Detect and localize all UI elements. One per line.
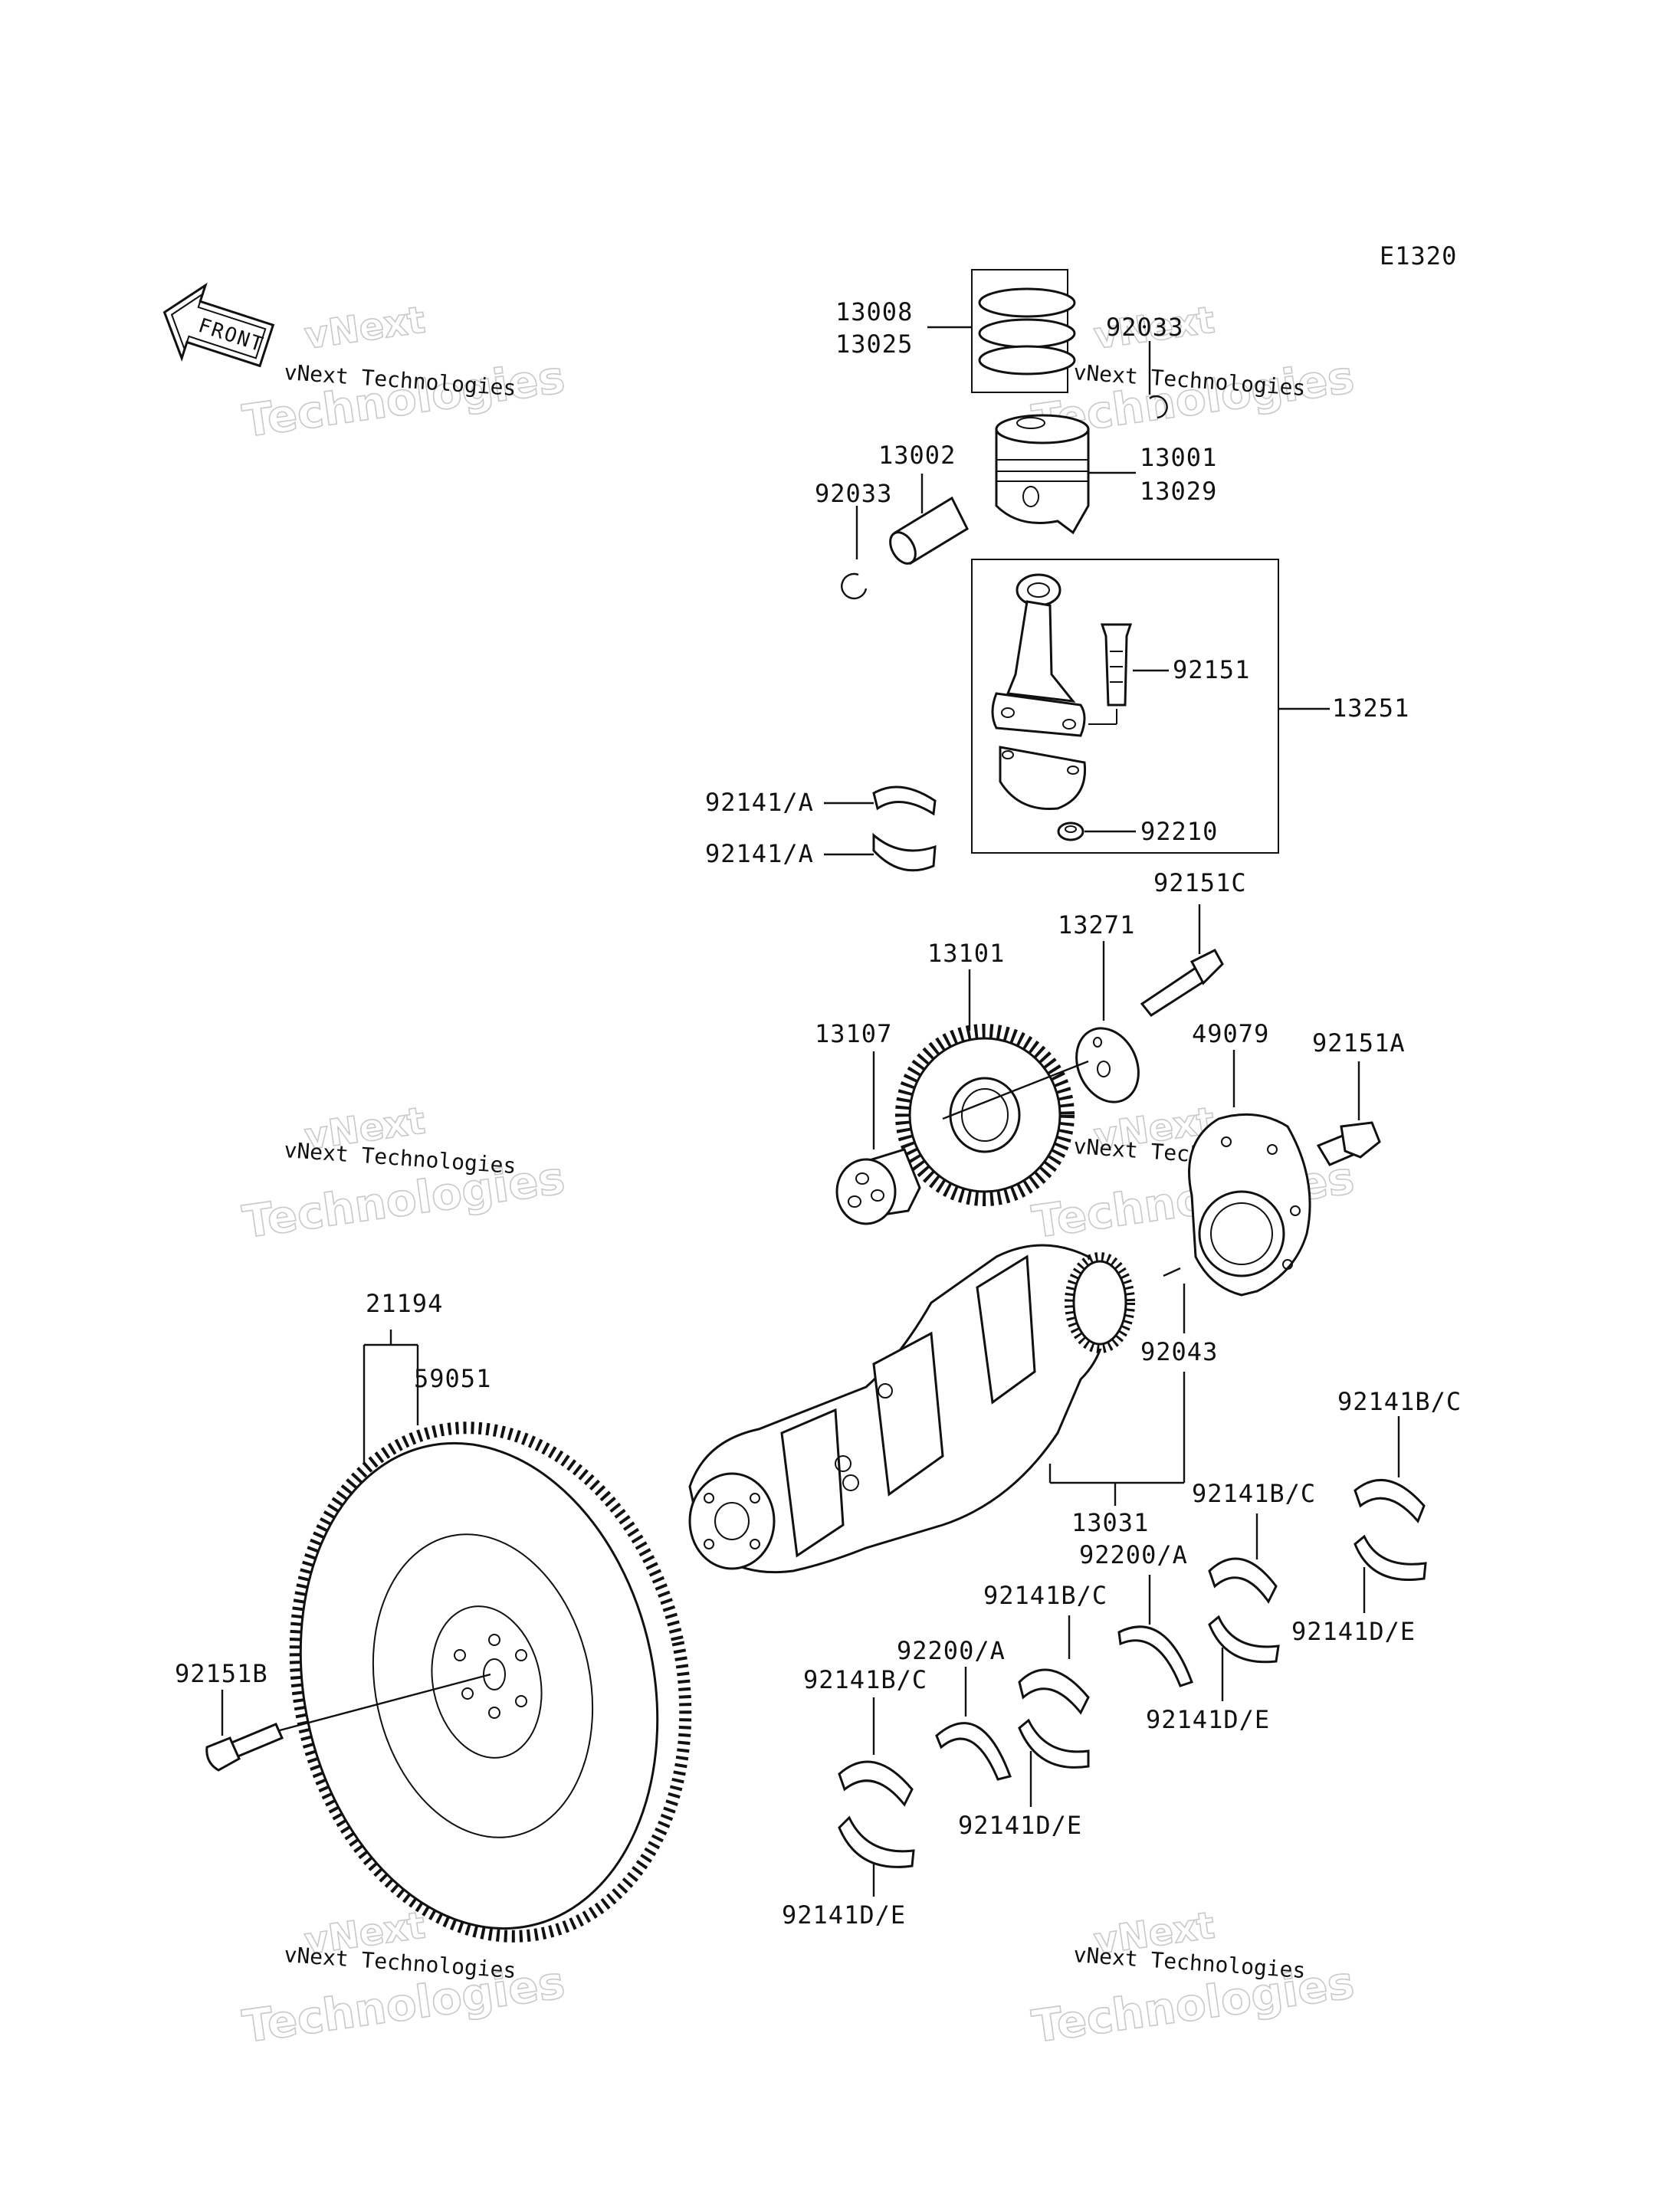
bolt-92151c xyxy=(1140,904,1224,1017)
main-bearing-de-right xyxy=(1354,1534,1427,1613)
piston-rings xyxy=(927,269,1076,393)
label-13008: 13008 xyxy=(835,297,913,326)
label-92141DE-right: 92141D/E xyxy=(1291,1617,1416,1646)
watermark-outline-1: vNext xyxy=(302,298,428,357)
thrust-washer-13271 xyxy=(1075,941,1140,1103)
bolt-92151b xyxy=(205,1673,491,1772)
label-92151B: 92151B xyxy=(175,1659,268,1688)
watermark-top-left: vNext Technologies vNext Technologies xyxy=(239,298,569,448)
label-13029: 13029 xyxy=(1140,477,1217,506)
main-bearing-de-left xyxy=(838,1815,915,1897)
label-92151: 92151 xyxy=(1173,655,1250,684)
label-21194: 21194 xyxy=(366,1289,443,1318)
label-13101: 13101 xyxy=(927,939,1005,968)
label-13271: 13271 xyxy=(1058,910,1135,939)
label-92033-top: 92033 xyxy=(1106,313,1183,342)
label-13031: 13031 xyxy=(1071,1508,1149,1537)
label-92200A-1: 92200/A xyxy=(1079,1540,1188,1569)
label-92141BC-right: 92141B/C xyxy=(1337,1387,1462,1416)
main-bearing-bc-mid xyxy=(1208,1513,1278,1604)
main-bearing-de-mid xyxy=(1208,1615,1280,1701)
label-92141DE-mid: 92141D/E xyxy=(1146,1705,1270,1734)
housing-49079 xyxy=(1188,1050,1311,1297)
thrust-washer-92200a-2 xyxy=(935,1667,1012,1781)
connecting-rod-assembly xyxy=(971,559,1330,854)
label-92141BC-left: 92141B/C xyxy=(803,1665,927,1694)
main-bearing-bc-center xyxy=(1018,1615,1090,1715)
idler-shaft-13107 xyxy=(835,1051,921,1225)
flywheel-21194 xyxy=(289,1330,692,1943)
crankshaft-13031 xyxy=(688,1244,1186,1574)
piston-pin xyxy=(889,474,969,566)
dowel-92043 xyxy=(1163,1267,1186,1333)
rod-bearing-a-lower xyxy=(824,832,937,872)
label-92200A-2: 92200/A xyxy=(897,1636,1006,1665)
main-bearing-bc-right xyxy=(1354,1416,1426,1523)
rod-bearing-a-upper xyxy=(824,785,937,816)
label-92151C: 92151C xyxy=(1153,868,1247,897)
label-92141DE-center: 92141D/E xyxy=(958,1811,1082,1840)
idler-gear-13101 xyxy=(895,969,1089,1206)
front-arrow-icon: FRONT xyxy=(162,282,275,368)
watermark-mid-left: vNext Technologies vNext Technologies xyxy=(239,1099,569,1249)
label-13251: 13251 xyxy=(1332,694,1409,723)
label-92033-left: 92033 xyxy=(815,479,892,508)
label-92141BC-center: 92141B/C xyxy=(983,1581,1107,1610)
label-49079: 49079 xyxy=(1192,1019,1269,1048)
label-92151A: 92151A xyxy=(1312,1028,1406,1058)
circlip-top xyxy=(1148,341,1168,419)
circlip-left xyxy=(841,506,868,600)
label-92210: 92210 xyxy=(1140,817,1218,846)
label-59051: 59051 xyxy=(414,1364,491,1393)
label-92141A-1: 92141/A xyxy=(705,788,814,817)
thrust-washer-92200a-1 xyxy=(1117,1575,1193,1687)
label-13025: 13025 xyxy=(835,330,913,359)
label-92141DE-left: 92141D/E xyxy=(782,1900,906,1930)
bolt-92151a xyxy=(1316,1061,1381,1166)
label-92141A-2: 92141/A xyxy=(705,839,814,868)
label-92043: 92043 xyxy=(1140,1337,1218,1366)
main-bearing-de-center xyxy=(1018,1718,1090,1807)
label-13001: 13001 xyxy=(1140,443,1217,472)
label-13107: 13107 xyxy=(815,1019,892,1048)
main-bearing-bc-left xyxy=(838,1697,914,1807)
diagram-code: E1320 xyxy=(1380,241,1457,271)
piston xyxy=(995,414,1136,535)
watermark-bottom-right: vNext Technologies vNext Technologies xyxy=(1029,1904,1358,2054)
label-13002: 13002 xyxy=(878,441,956,470)
label-92141BC-mid: 92141B/C xyxy=(1192,1479,1316,1508)
